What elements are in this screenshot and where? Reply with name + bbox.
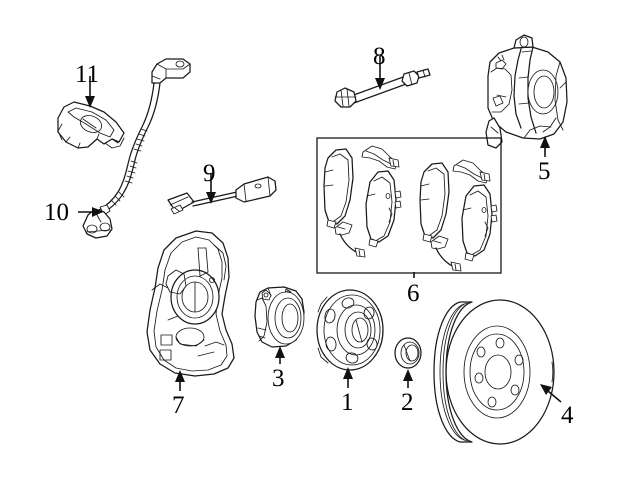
part-hub-seal-ring: [394, 337, 422, 369]
anti-rattle-clip: [361, 145, 400, 170]
anti-rattle-clip: [334, 221, 366, 258]
part-brake-splash-shield: [146, 230, 235, 377]
callout-label-2: 2: [401, 389, 414, 416]
callout-label-4: 4: [561, 402, 574, 429]
brake-pad-kit-contents: [323, 145, 498, 272]
part-caliper-guide-bolt: [334, 68, 431, 108]
brake-pad-kit-box: [316, 137, 502, 274]
anti-rattle-clip: [430, 235, 462, 272]
part-wheel-hub: [316, 289, 384, 371]
callout-label-11: 11: [75, 61, 100, 88]
callout-label-8: 8: [373, 43, 386, 70]
brake-pad: [323, 148, 354, 229]
callout-label-10: 10: [44, 199, 69, 226]
callout-label-5: 5: [538, 158, 551, 185]
part-brake-pad-wear-sensor: [167, 176, 277, 215]
callout-label-1: 1: [341, 389, 354, 416]
part-caliper-mounting-bracket: [57, 101, 125, 149]
callout-label-9: 9: [203, 160, 216, 187]
brake-pad: [365, 170, 402, 248]
callout-label-3: 3: [272, 365, 285, 392]
anti-rattle-clip: [452, 159, 491, 184]
callout-label-7: 7: [172, 392, 185, 419]
callout-label-6: 6: [407, 280, 420, 307]
brake-pad: [461, 184, 498, 262]
part-brake-caliper: [485, 34, 568, 149]
callout-leaders: [78, 56, 562, 403]
part-wheel-bearing: [254, 286, 305, 348]
part-brake-rotor: [433, 299, 555, 445]
brake-pad: [419, 162, 450, 243]
